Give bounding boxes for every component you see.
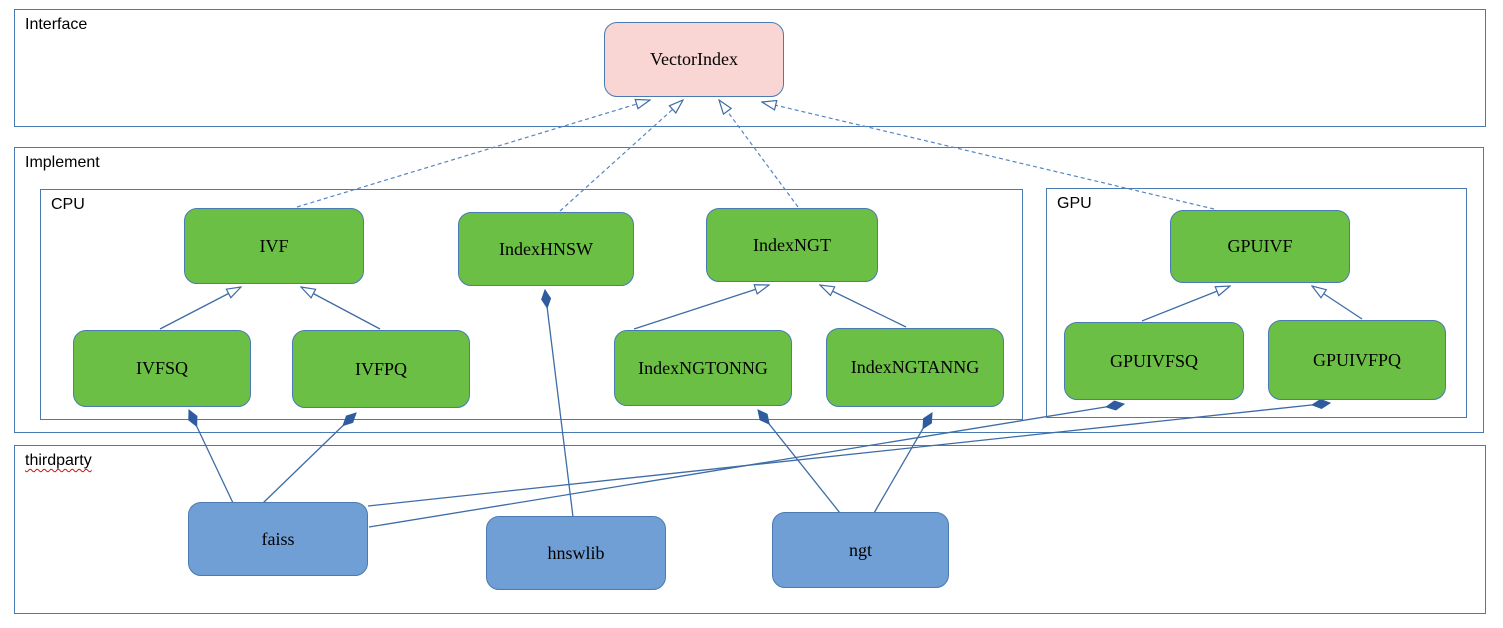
node-vectorindex: VectorIndex [604,22,784,97]
edge-indexngtanng-indexngt [820,285,907,328]
section-cpu: CPU [40,189,1023,420]
section-implement: Implement [14,147,1484,433]
edge-faiss-gpuivfpq [367,403,1330,507]
section-cpu-label: CPU [51,196,85,213]
node-indexngtanng: IndexNGTANNG [826,328,1004,407]
edge-hnswlib-indexhnsw [545,290,574,518]
edge-ivfsq-ivf [159,287,241,330]
section-thirdparty-label: thirdparty [25,452,92,469]
node-gpuivf: GPUIVF [1170,210,1350,283]
section-interface-label: Interface [25,16,88,33]
node-ivfpq: IVFPQ [292,330,470,408]
edge-gpuivfsq-gpuivf [1141,286,1230,322]
edge-indexngtonng-indexngt [633,285,769,330]
node-hnswlib: hnswlib [486,516,666,590]
node-ivf: IVF [184,208,364,284]
edge-ivf-vectorindex [296,100,650,208]
edge-ivfpq-ivf [301,287,381,330]
node-gpuivfsq: GPUIVFSQ [1064,322,1244,400]
section-implement-label: Implement [25,154,100,171]
edge-indexngt-vectorindex [719,100,799,208]
section-interface: Interface [14,9,1486,127]
section-gpu-label: GPU [1057,195,1092,212]
node-indexngt: IndexNGT [706,208,878,282]
node-indexngtonng: IndexNGTONNG [614,330,792,406]
edge-ngt-indexngtanng [873,413,933,514]
node-ngt: ngt [772,512,949,588]
node-indexhnsw: IndexHNSW [458,212,634,286]
edge-indexhnsw-vectorindex [559,100,683,212]
edge-gpuivf-vectorindex [762,102,1215,210]
node-gpuivfpq: GPUIVFPQ [1268,320,1446,400]
edge-ngt-indexngtonng [758,410,841,514]
section-thirdparty: thirdparty [14,445,1486,614]
edge-gpuivfpq-gpuivf [1312,286,1363,320]
edge-faiss-ivfpq [262,413,356,504]
node-ivfsq: IVFSQ [73,330,251,407]
edge-faiss-ivfsq [189,410,234,504]
node-faiss: faiss [188,502,368,576]
section-gpu: GPU [1046,188,1467,418]
